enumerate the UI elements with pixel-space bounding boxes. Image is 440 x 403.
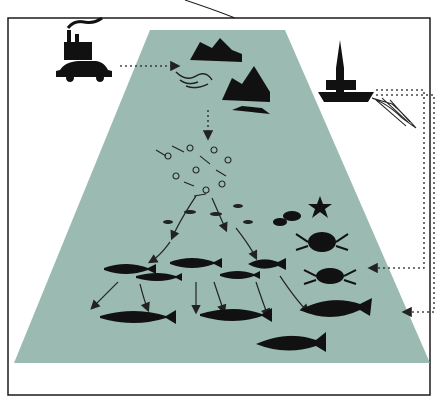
frame-corner-curve <box>185 0 235 18</box>
